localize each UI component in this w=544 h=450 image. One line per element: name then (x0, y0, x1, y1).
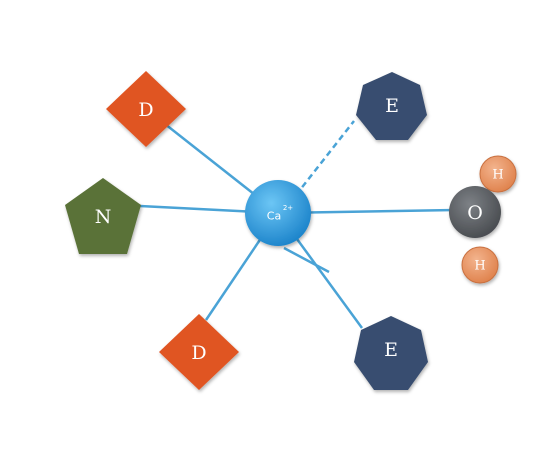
ligand-d-top: D (106, 71, 186, 147)
ligand-d-bottom-label: D (191, 342, 206, 364)
ligand-n-left-label: N (95, 206, 112, 228)
hydrogen-bottom-label: H (474, 259, 485, 274)
calcium-ion: Ca 2+ (245, 180, 311, 246)
calcium-charge: 2+ (283, 204, 293, 212)
hydrogen-bottom: H (461, 246, 499, 284)
ligand-e-bottom-label: E (384, 339, 398, 361)
oxygen-label: O (467, 202, 483, 224)
ligand-d-bottom: D (159, 314, 239, 390)
water-molecule: H O H (449, 155, 517, 284)
calcium-label: Ca (267, 210, 281, 223)
ligand-e-bottom: E (354, 316, 428, 390)
ligand-n-left: N (65, 178, 141, 254)
ligand-e-top: E (356, 72, 427, 140)
bond-e-bottom-b (283, 246, 330, 274)
ligand-d-top-label: D (138, 99, 153, 121)
oxygen-atom: O (449, 186, 501, 238)
hydrogen-top: H (479, 155, 517, 193)
bond-e-top-dashed (295, 120, 355, 196)
ligand-e-top-label: E (385, 95, 399, 117)
hydrogen-top-label: H (492, 168, 503, 183)
